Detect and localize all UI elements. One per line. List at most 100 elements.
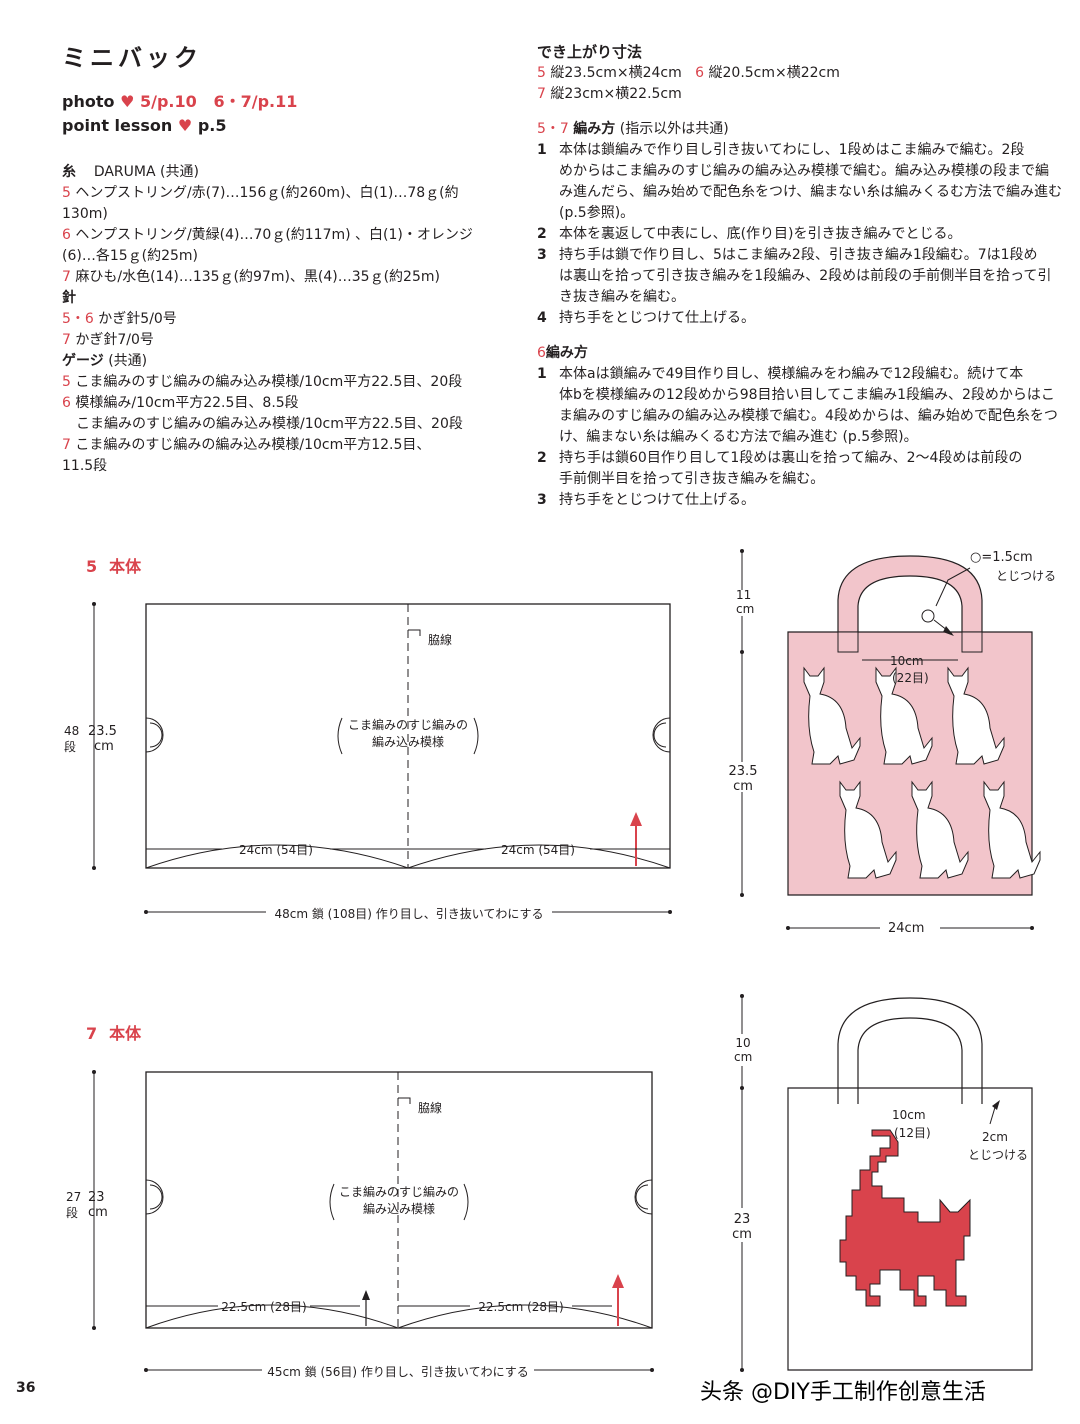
needle-heading: 針 bbox=[62, 290, 76, 306]
handle-h-unit: cm bbox=[734, 1050, 753, 1064]
circle-note: ○=1.5cm bbox=[970, 550, 1033, 565]
step-text: け、編まない糸は編みくるむ方法で編み進む (p.5参照)。 bbox=[559, 429, 918, 445]
step-text: めからはこま編みのすじ編みの編み込み模様で編む。編み込み模様の段まで編 bbox=[559, 163, 1049, 179]
watermark: 头条 @DIY手工制作创意生活 bbox=[700, 1380, 986, 1405]
handle-h-unit: cm bbox=[736, 602, 755, 616]
needle-7: かぎ針7/0号 bbox=[75, 332, 154, 348]
size-7: 縦23cm×横22.5cm bbox=[550, 86, 682, 102]
half-width-right: 22.5cm (28目) bbox=[478, 1300, 564, 1314]
item-num: 6 bbox=[62, 395, 71, 411]
pattern-label-2: 編み込み模様 bbox=[371, 735, 444, 749]
half-width-left: 24cm (54目) bbox=[238, 843, 313, 857]
chain-label: 45cm 鎖 (56目) 作り目し、引き抜いてわにする bbox=[267, 1365, 529, 1379]
circle-note-2: とじつける bbox=[996, 569, 1057, 583]
step-text: 本体は鎖編みで作り目し引き抜いてわにし、1段めはこま編みで編む。2段 bbox=[559, 142, 1025, 158]
photo-ref-1: 5/p.10 bbox=[139, 92, 197, 111]
half-width-right: 24cm (54目) bbox=[500, 843, 575, 857]
needle-56: かぎ針5/0号 bbox=[98, 311, 177, 327]
item-num: 5 bbox=[537, 65, 546, 81]
method-heading: 編み方 bbox=[573, 121, 616, 137]
instruction-line: 手前側半目を拾って引き抜き編みを編む。 bbox=[537, 469, 1067, 490]
rows-value: 27 bbox=[66, 1190, 82, 1204]
page-number: 36 bbox=[16, 1380, 36, 1396]
cat-motif bbox=[839, 780, 897, 879]
gauge-heading: ゲージ bbox=[62, 353, 104, 369]
body-h-unit: cm bbox=[733, 779, 753, 794]
pixel-cat bbox=[839, 1129, 971, 1307]
section-label: 本体 bbox=[109, 557, 142, 576]
pattern-label-1: こま編みのすじ編みの bbox=[338, 1185, 459, 1199]
instruction-line: け、編まない糸は編みくるむ方法で編み進む (p.5参照)。 bbox=[537, 427, 1067, 448]
item-num: 7 bbox=[537, 86, 546, 102]
cat-motif bbox=[875, 666, 933, 765]
section-label: 本体 bbox=[109, 1024, 142, 1043]
cm-value: 23.5 bbox=[88, 724, 117, 739]
rows-unit: 段 bbox=[64, 740, 77, 754]
yarn-brand: DARUMA (共通) bbox=[93, 164, 199, 180]
yarn-5: ヘンプストリング/赤(7)…156ｇ(約260m)、白(1)…78ｇ(約 bbox=[75, 185, 459, 201]
step-text: 持ち手をとじつけて仕上げる。 bbox=[559, 310, 755, 326]
cat-motif bbox=[803, 666, 861, 765]
instruction-line: (p.5参照)。 bbox=[537, 203, 1067, 224]
size-5: 縦23.5cm×横24cm bbox=[550, 65, 682, 81]
gauge-7a: こま編みのすじ編みの編み込み模様/10cm平方12.5目、 bbox=[75, 437, 431, 453]
handle-gap: 10cm bbox=[890, 654, 924, 668]
rows-value: 48 bbox=[64, 724, 80, 738]
handle-gap: 10cm bbox=[892, 1108, 926, 1122]
item-num: 5・6 bbox=[62, 311, 94, 327]
half-width-left: 22.5cm (28目) bbox=[221, 1300, 307, 1314]
step-number: 1 bbox=[537, 366, 547, 382]
gauge-common: (共通) bbox=[108, 353, 148, 369]
handle-gap-stitches: (22目) bbox=[892, 671, 929, 685]
method-57-list: 1 本体は鎖編みで作り目し引き抜いてわにし、1段めはこま編みで編む。2段めからはこ… bbox=[537, 140, 1067, 329]
side-line-label: 脇線 bbox=[418, 1101, 443, 1115]
point-lesson-page: p.5 bbox=[197, 116, 227, 135]
cat-motifs bbox=[803, 666, 1041, 879]
method-num: 5・7 bbox=[537, 121, 569, 137]
body-h-value: 23 bbox=[733, 1212, 751, 1227]
yarn-heading: 糸 bbox=[62, 164, 76, 180]
pattern-label-1: こま編みのすじ編みの bbox=[347, 718, 468, 732]
photo-label: photo bbox=[62, 92, 115, 111]
cat-icon: ♥ bbox=[120, 92, 135, 111]
section-num: 5 bbox=[86, 557, 98, 576]
rows-unit: 段 bbox=[66, 1206, 79, 1220]
instruction-line: ま編みのすじ編みの編み込み模様で編む。4段めからは、編み始めで配色糸をつ bbox=[537, 406, 1067, 427]
yarn-6-cont: (6)…各15ｇ(約25m) bbox=[62, 248, 199, 264]
step-text: 持ち手をとじつけて仕上げる。 bbox=[559, 492, 755, 508]
step-text: 本体aは鎖編みで49目作り目し、模様編みをわ編みで12段編む。続けて本 bbox=[559, 366, 1024, 382]
step-number: 2 bbox=[537, 450, 547, 466]
yarn-6: ヘンプストリング/黄緑(4)…70ｇ(約117m) 、白(1)・オレンジ bbox=[75, 227, 473, 243]
instruction-line: は裏山を拾って引き抜き編みを1段編み、2段めは前段の手前側半目を拾って引 bbox=[537, 266, 1067, 287]
point-lesson-label: point lesson bbox=[62, 116, 173, 135]
step-text: ま編みのすじ編みの編み込み模様で編む。4段めからは、編み始めで配色糸をつ bbox=[559, 408, 1058, 424]
instruction-line: み進んだら、編み始めで配色糸をつけ、編まない糸は編みくるむ方法で編み進む bbox=[537, 182, 1067, 203]
handle-h-value: 10 bbox=[735, 1036, 751, 1050]
height-rows: 48 段 bbox=[64, 724, 79, 755]
cat-motif bbox=[983, 780, 1041, 879]
chain-label: 48cm 鎖 (108目) 作り目し、引き抜いてわにする bbox=[274, 907, 544, 921]
cat-icon: ♥ bbox=[177, 116, 193, 135]
step-number: 1 bbox=[537, 142, 547, 158]
instructions-block: でき上がり寸法 5 縦23.5cm×横24cm 6 縦20.5cm×横22cm … bbox=[537, 42, 1067, 511]
item-num: 7 bbox=[62, 437, 71, 453]
cm-value: 23 bbox=[88, 1190, 105, 1205]
attach-note-2: とじつける bbox=[968, 1148, 1029, 1162]
step-number: 3 bbox=[537, 247, 547, 263]
cat-motif bbox=[947, 666, 1005, 765]
item-num: 5 bbox=[62, 374, 71, 390]
step-text: は裏山を拾って引き抜き編みを1段編み、2段めは前段の手前側半目を拾って引 bbox=[559, 268, 1052, 284]
instruction-line: 1 本体は鎖編みで作り目し引き抜いてわにし、1段めはこま編みで編む。2段 bbox=[537, 140, 1067, 161]
item-num: 7 bbox=[62, 332, 71, 348]
